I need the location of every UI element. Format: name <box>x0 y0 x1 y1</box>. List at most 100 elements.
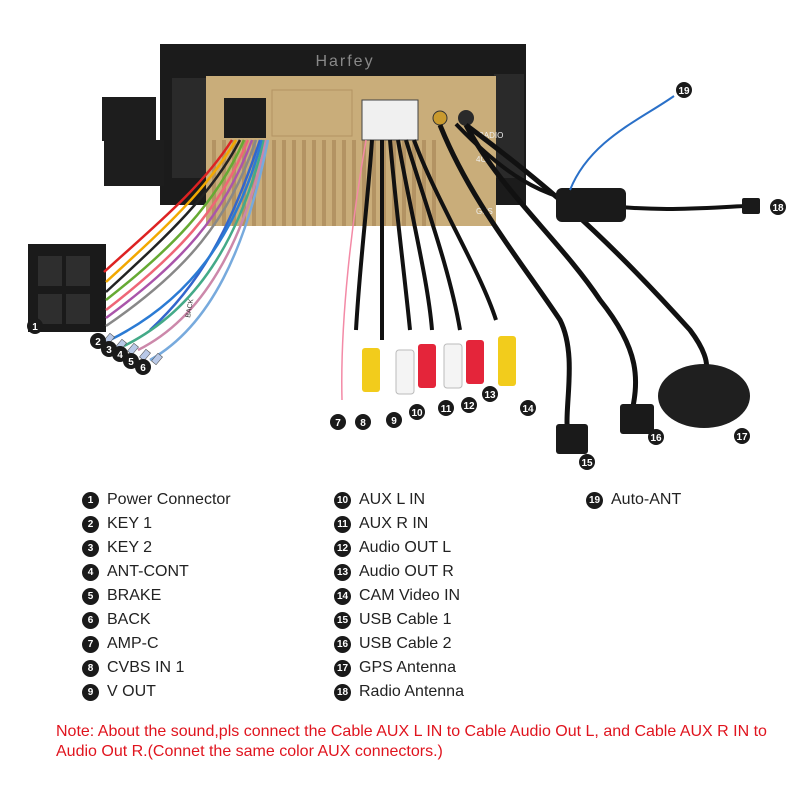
legend-number: 12 <box>334 539 351 557</box>
svg-text:13: 13 <box>484 390 496 401</box>
callout-12: 12 <box>461 397 477 413</box>
legend-number: 9 <box>82 683 99 701</box>
rca-plug-cam-in <box>498 336 516 386</box>
legend-label: KEY 1 <box>107 515 153 532</box>
legend-number: 6 <box>82 611 99 629</box>
legend-number: 10 <box>334 491 351 509</box>
svg-text:11: 11 <box>441 404 452 415</box>
legend-label: V OUT <box>107 683 156 700</box>
legend-label: Audio OUT R <box>359 563 454 580</box>
callout-16: 16 <box>648 429 664 445</box>
callout-2: 2 <box>90 333 106 349</box>
note-text: Note: About the sound,pls connect the Ca… <box>56 723 767 760</box>
legend-label: BACK <box>107 611 151 628</box>
callout-6: 6 <box>135 359 151 375</box>
radio-antenna-jack <box>432 110 448 126</box>
legend-label: USB Cable 2 <box>359 635 452 652</box>
legend-number: 8 <box>82 659 99 677</box>
svg-text:3: 3 <box>106 345 112 356</box>
av-connector-socket <box>361 99 419 141</box>
legend-number: 17 <box>334 659 351 677</box>
legend-label: ANT-CONT <box>107 563 189 580</box>
head-unit-bracket-left <box>172 78 206 178</box>
legend-label: USB Cable 1 <box>359 611 452 628</box>
callout-10: 10 <box>409 404 425 420</box>
legend-label: CAM Video IN <box>359 587 461 604</box>
legend-label: BRAKE <box>107 587 162 604</box>
av-cables <box>341 139 498 401</box>
back-wire-tag: BACK <box>185 298 195 318</box>
svg-text:10: 10 <box>411 408 423 419</box>
callout-5: 5 <box>123 353 139 369</box>
svg-text:14: 14 <box>522 404 534 415</box>
callout-badges: 1 2 3 4 5 6 7 8 9 10 11 12 13 14 15 16 1… <box>27 82 786 470</box>
brand-logo: Harfey <box>315 53 374 70</box>
rca-plug-v-out <box>395 349 415 395</box>
legend-number: 4 <box>82 563 99 581</box>
legend-label: AUX L IN <box>359 491 426 508</box>
legend-number: 2 <box>82 515 99 533</box>
legend-number: 14 <box>334 587 351 605</box>
callout-13: 13 <box>482 386 498 402</box>
power-connector <box>28 97 164 332</box>
svg-text:9: 9 <box>391 416 397 427</box>
legend-item: 8 CVBS IN 1 <box>82 656 231 680</box>
legend-item: 2 KEY 1 <box>82 512 231 536</box>
legend-label: KEY 2 <box>107 539 153 556</box>
svg-text:18: 18 <box>772 203 784 214</box>
power-wires <box>103 139 270 362</box>
legend-item: 4 ANT-CONT <box>82 560 231 584</box>
rca-plugs <box>362 336 516 395</box>
callout-11: 11 <box>438 400 454 416</box>
legend-item: 19 Auto-ANT <box>586 488 681 512</box>
callout-7: 7 <box>330 414 346 430</box>
legend-item: 1 Power Connector <box>82 488 231 512</box>
rca-plug-cvbs-in <box>362 348 380 392</box>
svg-text:19: 19 <box>678 86 690 97</box>
callout-19: 19 <box>676 82 692 98</box>
power-box-top <box>102 97 156 141</box>
legend-number: 5 <box>82 587 99 605</box>
usb-connector-1 <box>556 424 588 454</box>
legend-label: Auto-ANT <box>611 491 682 508</box>
legend-label: CVBS IN 1 <box>107 659 185 676</box>
main-connector-socket <box>224 98 266 138</box>
legend-item: 11 AUX R IN <box>334 512 464 536</box>
radio-antenna-plug <box>742 198 760 214</box>
svg-text:7: 7 <box>335 418 341 429</box>
legend-item: 17 GPS Antenna <box>334 656 464 680</box>
radio-antenna-inline-box <box>556 188 626 222</box>
svg-text:2: 2 <box>95 337 101 348</box>
svg-text:4: 4 <box>117 350 123 361</box>
auto-ant-wire <box>569 95 675 191</box>
legend-column-3: 19 Auto-ANT <box>586 488 681 512</box>
panel-label-4g: 4G <box>476 155 487 164</box>
svg-text:5: 5 <box>128 357 134 368</box>
panel-label-radio: RADIO <box>478 131 503 140</box>
legend-number: 1 <box>82 491 99 509</box>
usb-connector-2 <box>620 404 654 434</box>
rca-plug-aux-l <box>418 344 436 388</box>
legend-label: AMP-C <box>107 635 159 652</box>
vent-grid <box>271 89 353 137</box>
power-box-bottom <box>104 140 164 186</box>
legend-label: AUX R IN <box>359 515 429 532</box>
legend-label: Power Connector <box>107 491 231 508</box>
legend-number: 16 <box>334 635 351 653</box>
callout-14: 14 <box>520 400 536 416</box>
legend-label: GPS Antenna <box>359 659 456 676</box>
legend-number: 19 <box>586 491 603 509</box>
gps-antenna-puck <box>658 364 750 428</box>
legend-item: 10 AUX L IN <box>334 488 464 512</box>
svg-text:12: 12 <box>463 401 475 412</box>
callout-8: 8 <box>355 414 371 430</box>
legend-number: 15 <box>334 611 351 629</box>
gps-antenna-jack <box>458 110 474 126</box>
legend-number: 11 <box>334 515 351 533</box>
